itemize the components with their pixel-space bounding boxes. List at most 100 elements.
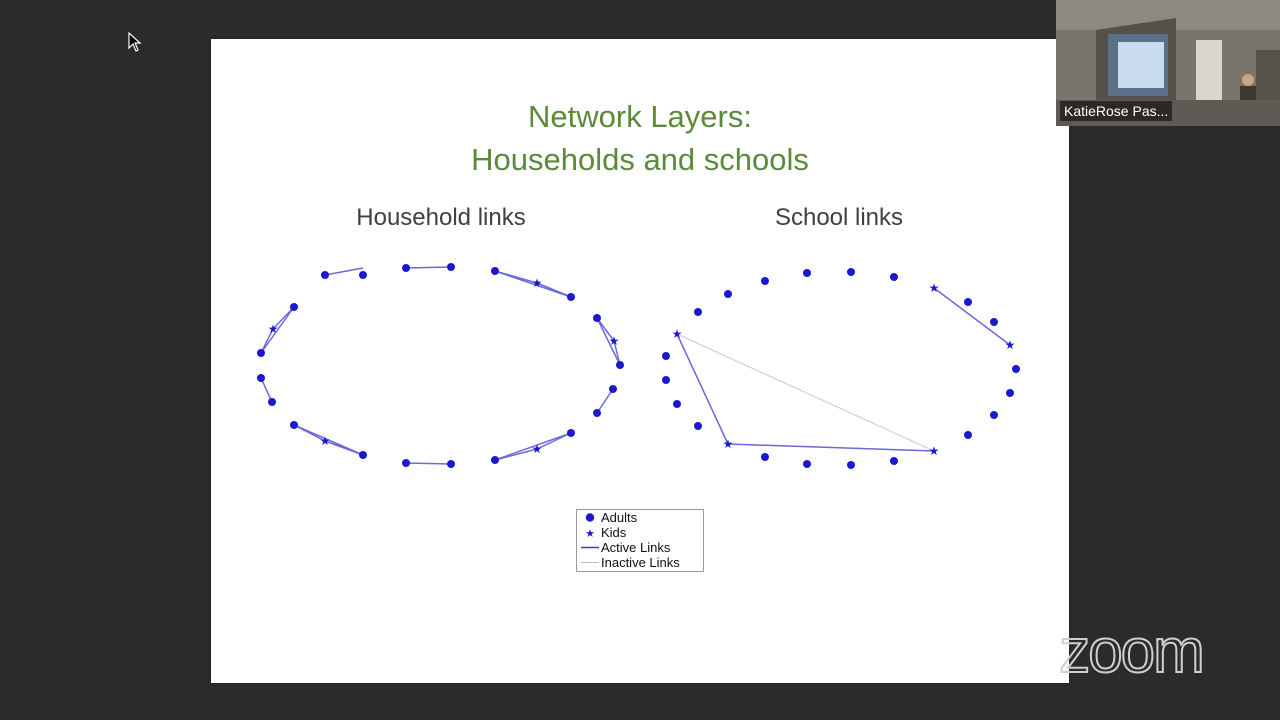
school-kid-nodes: ★ ★ ★ ★ ★ (672, 281, 1016, 458)
adult-node (761, 453, 769, 461)
school-active-links (676, 287, 1011, 452)
active-link (933, 287, 1011, 346)
legend-label-adults: Adults (601, 510, 638, 525)
adult-node (890, 457, 898, 465)
adult-node (402, 264, 410, 272)
kid-node: ★ (268, 322, 279, 336)
zoom-logo-text: zoom (1059, 622, 1203, 684)
household-link (494, 270, 572, 298)
school-adult-nodes (662, 268, 1020, 469)
adult-node (290, 421, 298, 429)
adult-node (593, 409, 601, 417)
household-link (494, 432, 572, 461)
adult-node (673, 400, 681, 408)
household-link (596, 317, 621, 366)
thin-line-icon (581, 562, 599, 563)
household-links-title: Household links (356, 204, 526, 231)
household-link (405, 462, 452, 465)
household-link (613, 340, 621, 366)
adult-node (567, 293, 575, 301)
kid-node: ★ (672, 327, 683, 341)
kid-node: ★ (532, 442, 543, 456)
kid-node: ★ (929, 444, 940, 458)
adult-node (491, 456, 499, 464)
slide-title: Network Layers: Households and schools (211, 95, 1069, 181)
adult-node (290, 303, 298, 311)
adult-node (803, 269, 811, 277)
school-inactive-links (676, 333, 935, 452)
adult-node (724, 290, 732, 298)
kid-node: ★ (609, 334, 620, 348)
network-diagram: ★ ★ ★ ★ ★ (257, 263, 1020, 469)
solid-line-icon (581, 546, 599, 549)
adult-node (402, 459, 410, 467)
legend-item-kids: ★ Kids (577, 525, 703, 540)
mouse-cursor-icon (128, 32, 142, 52)
participant-video-feed (1056, 0, 1280, 126)
participant-name-label: KatieRose Pas... (1060, 101, 1173, 121)
inactive-link (676, 333, 935, 452)
household-link (260, 306, 295, 354)
active-link (676, 333, 729, 445)
adult-node (609, 385, 617, 393)
legend-item-inactive-links: Inactive Links (577, 555, 703, 570)
adult-node (890, 273, 898, 281)
adult-node (321, 271, 329, 279)
adult-node (593, 314, 601, 322)
adult-node (964, 298, 972, 306)
household-adult-nodes (257, 263, 624, 468)
school-links-title: School links (774, 204, 904, 231)
adult-node (1012, 365, 1020, 373)
household-links (260, 266, 621, 465)
adult-node (359, 451, 367, 459)
kid-node: ★ (320, 434, 331, 448)
adult-node (257, 349, 265, 357)
star-marker-icon: ★ (585, 527, 595, 540)
adult-node (990, 318, 998, 326)
adult-node (694, 422, 702, 430)
adult-node (567, 429, 575, 437)
svg-text:★: ★ (585, 527, 595, 540)
adult-node (964, 431, 972, 439)
adult-node (803, 460, 811, 468)
adult-node (694, 308, 702, 316)
household-link (596, 388, 614, 414)
kid-node: ★ (723, 437, 734, 451)
chart-legend: Adults ★ Kids Active Links Inactive Link… (576, 509, 704, 572)
legend-item-adults: Adults (577, 510, 703, 525)
kid-node: ★ (532, 276, 543, 290)
adult-node (359, 271, 367, 279)
household-link (260, 377, 273, 403)
adult-node (662, 376, 670, 384)
active-link (727, 443, 935, 452)
participant-video-tile[interactable]: KatieRose Pas... (1056, 0, 1280, 126)
household-link (293, 424, 364, 456)
slide-title-line-1: Network Layers: (528, 99, 752, 134)
adult-node (447, 263, 455, 271)
circle-marker-icon (585, 513, 595, 522)
adult-node (847, 461, 855, 469)
zoom-logo-watermark: zoom (1058, 622, 1206, 684)
legend-label-active-links: Active Links (601, 540, 671, 555)
legend-label-kids: Kids (601, 525, 627, 540)
adult-node (257, 374, 265, 382)
legend-item-active-links: Active Links (577, 540, 703, 555)
legend-label-inactive-links: Inactive Links (601, 555, 680, 570)
kid-node: ★ (929, 281, 940, 295)
adult-node (268, 398, 276, 406)
household-link (324, 267, 364, 276)
adult-node (761, 277, 769, 285)
household-link (405, 266, 452, 269)
adult-node (616, 361, 624, 369)
adult-node (491, 267, 499, 275)
adult-node (447, 460, 455, 468)
adult-node (662, 352, 670, 360)
slide-title-line-2: Households and schools (471, 142, 809, 177)
shared-slide: Network Layers: Households and schools H… (211, 39, 1069, 683)
household-kid-nodes: ★ ★ ★ ★ ★ (268, 276, 620, 456)
kid-node: ★ (1005, 338, 1016, 352)
adult-node (847, 268, 855, 276)
adult-node (1006, 389, 1014, 397)
adult-node (990, 411, 998, 419)
household-link (596, 317, 615, 342)
